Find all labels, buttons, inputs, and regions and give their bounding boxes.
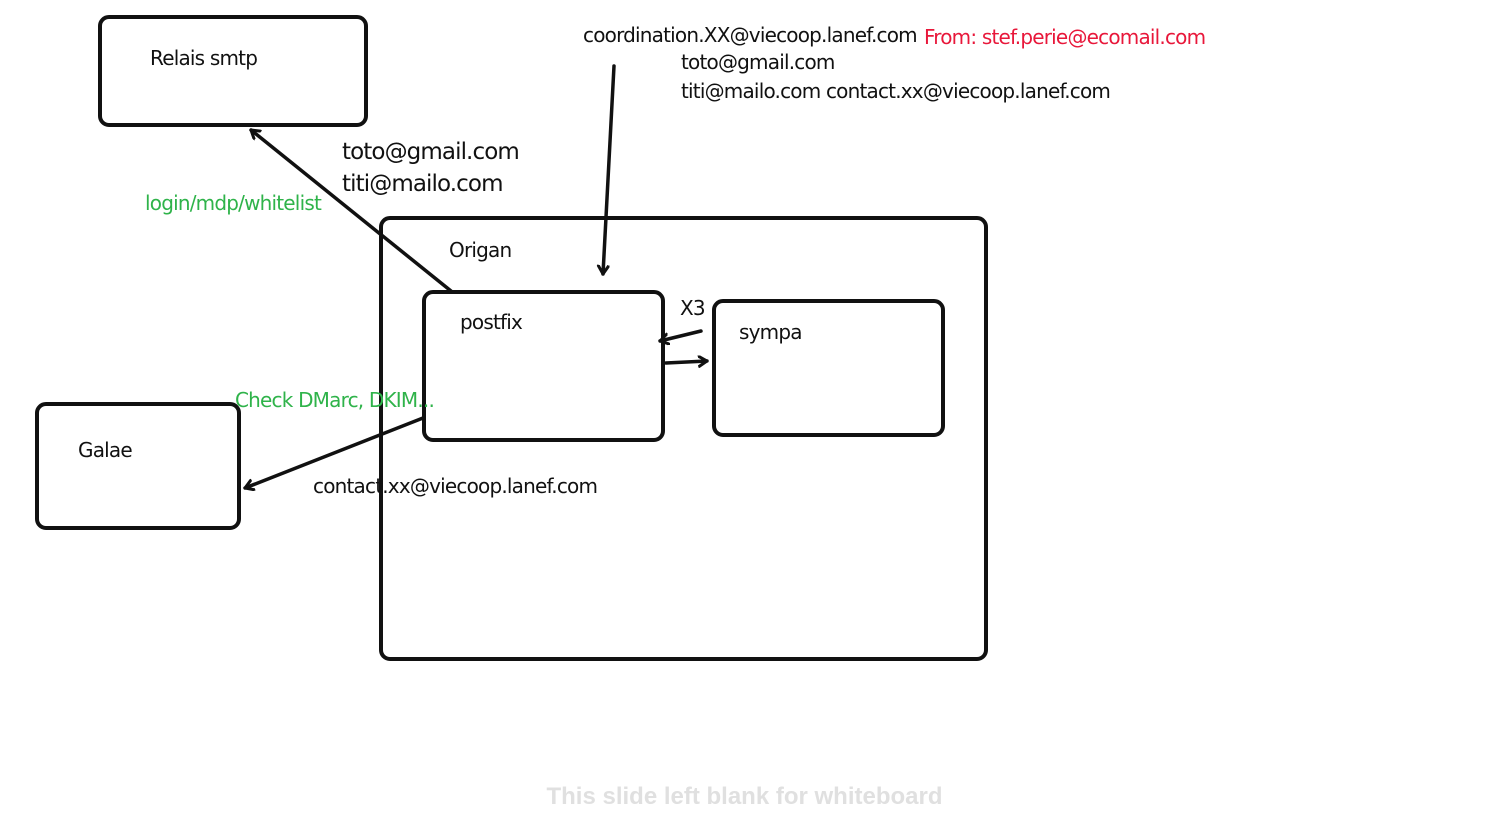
- galae-label: Galae: [78, 438, 133, 462]
- postfix-to-galae-arrow: [243, 416, 425, 488]
- relais-smtp-box: [98, 15, 368, 127]
- sympa-to-postfix-arrow: [658, 329, 703, 341]
- multiplier-label: X3: [680, 296, 706, 320]
- login-annotation: login/mdp/whitelist: [145, 191, 322, 215]
- postfix-to-sympa-arrow: [664, 361, 709, 363]
- relais-address-2: titi@mailo.com: [342, 171, 504, 197]
- origan-box: [379, 216, 988, 661]
- sympa-box: [712, 299, 945, 437]
- footer-note: This slide left blank for whiteboard: [546, 783, 943, 810]
- recipient-1: toto@gmail.com: [681, 50, 835, 74]
- recipient-2: titi@mailo.com contact.xx@viecoop.lanef.…: [681, 79, 1111, 103]
- postfix-label: postfix: [460, 310, 523, 334]
- relais-address-1: toto@gmail.com: [342, 139, 520, 165]
- postfix-to-relais-arrow: [249, 128, 453, 293]
- incoming-to-postfix-arrow: [603, 64, 616, 276]
- sympa-label: sympa: [739, 320, 802, 344]
- check-annotation: Check DMarc, DKIM...: [235, 388, 435, 412]
- galae-box: [35, 402, 241, 530]
- galae-address: contact.xx@viecoop.lanef.com: [313, 474, 598, 498]
- origan-label: Origan: [449, 238, 512, 262]
- relais-smtp-label: Relais smtp: [150, 46, 258, 70]
- incoming-address: coordination.XX@viecoop.lanef.com: [583, 23, 918, 47]
- postfix-box: [422, 290, 665, 442]
- from-annotation: From: stef.perie@ecomail.com: [924, 25, 1206, 49]
